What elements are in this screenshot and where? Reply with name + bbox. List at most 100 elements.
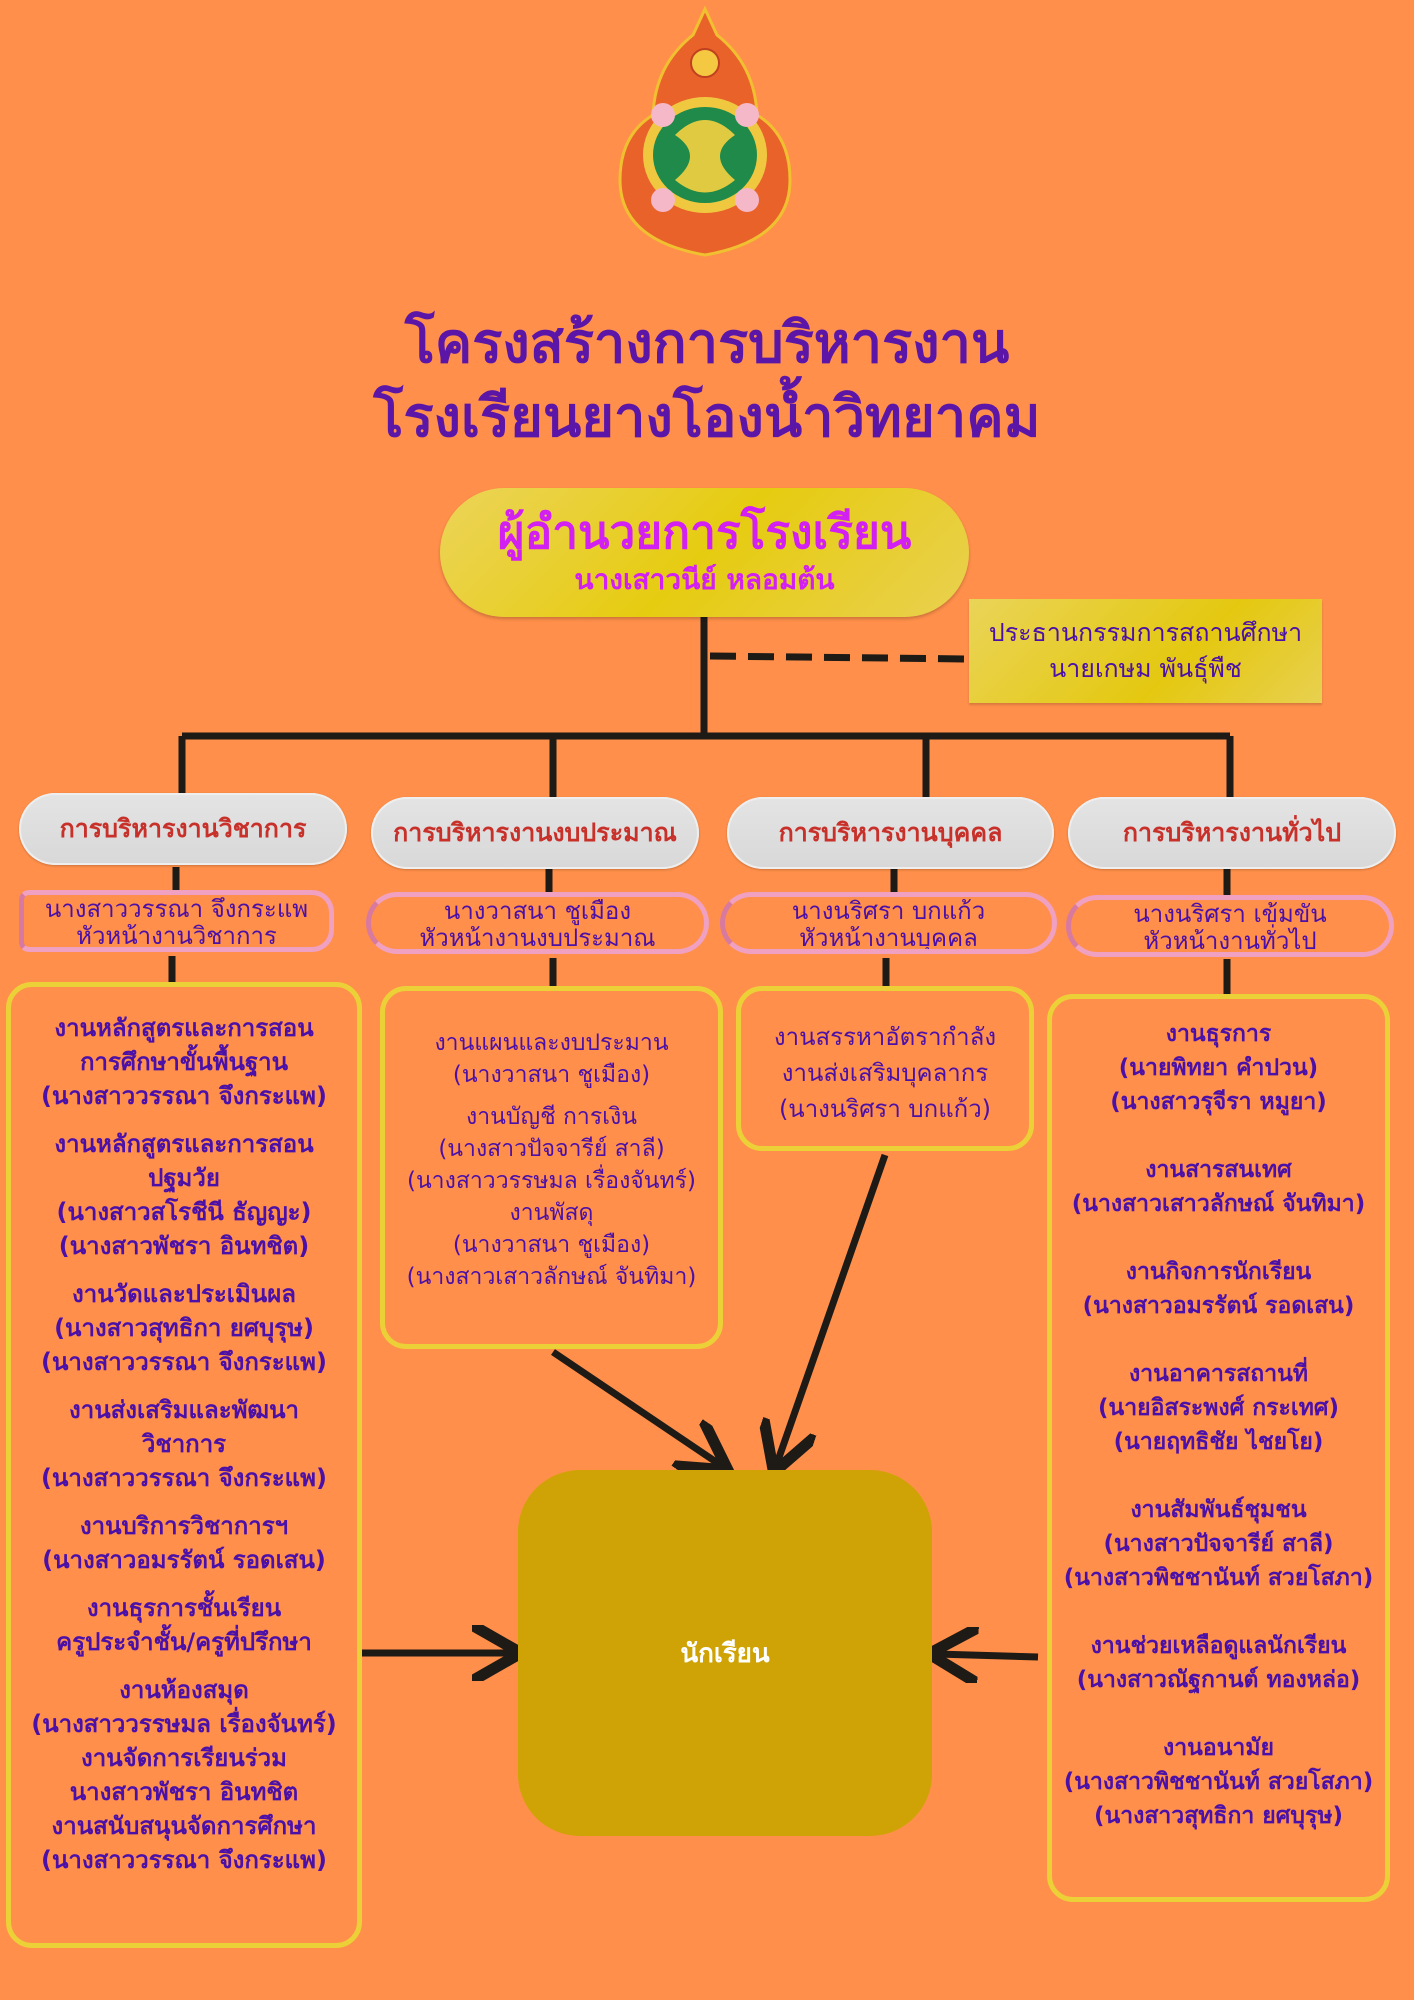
task-line: (นางสาววรรณา จึงกระแพ) xyxy=(41,1082,327,1110)
task-title: งานอาคารสถานที่ xyxy=(1128,1361,1308,1387)
task-line: นางสาวพัชรา อินทชิต xyxy=(69,1778,299,1806)
task-line: (นางสาววรรณา จึงกระแพ) xyxy=(41,1846,327,1874)
task-line: (นางสาวสุทธิกา ยศบุรุษ) xyxy=(1093,1803,1344,1829)
task-line: (นางสาวรุจีรา หมูยา) xyxy=(1110,1089,1327,1115)
task-title: งานหลักสูตรและการสอน xyxy=(54,1014,314,1042)
chairman-role: ประธานกรรมการสถานศึกษา xyxy=(988,618,1303,647)
task-line: ปฐมวัย xyxy=(148,1164,220,1192)
tasks-general: งานธุรการ (นายพิทยา คำปวน) (นางสาวรุจีรา ห… xyxy=(1047,994,1390,1902)
director-box: ผู้อำนวยการโรงเรียน นางเสาวนีย์ หลอมต้น xyxy=(440,488,969,617)
task-title: งานบริการวิชาการฯ xyxy=(79,1512,289,1540)
head-academic: นางสาววรรณา จึงกระแพ หัวหน้างานวิชาการ xyxy=(19,890,334,952)
task-line: การศึกษาขั้นพื้นฐาน xyxy=(79,1048,289,1076)
page-title-line2: โรงเรียนยางโองน้ำวิทยาคม xyxy=(373,385,1041,450)
task-line: (นางสาวปัจจารีย์ สาลี) xyxy=(1103,1531,1334,1557)
director-name: นางเสาวนีย์ หลอมต้น xyxy=(574,563,835,596)
task-line: (นายพิทยา คำปวน) xyxy=(1118,1055,1319,1081)
task-line: (นางวาสนา ชูเมือง) xyxy=(452,1062,651,1088)
arrow-general-to-students xyxy=(936,1654,1039,1657)
task-line: (นายฤทธิชัย ไชยโย) xyxy=(1113,1429,1324,1455)
task-title: งานสรรหาอัตรากำลัง xyxy=(773,1023,997,1051)
task-line: (นางสาวสโรชีนี ธัญญะ) xyxy=(56,1198,312,1226)
task-group: งานห้องสมุด (นางสาววรรษมล เรื่องจันทร์) งา… xyxy=(11,1673,357,1877)
task-title: งานธุรการชั้นเรียน xyxy=(86,1594,282,1622)
task-title: งานสัมพันธ์ชุมชน xyxy=(1130,1497,1307,1523)
task-title: งานกิจการนักเรียน xyxy=(1125,1259,1312,1285)
task-group: งานช่วยเหลือดูแลนักเรียน (นางสาวณัฐกานต์ … xyxy=(1052,1629,1385,1697)
task-line: (นางนริศรา บกแก้ว) xyxy=(778,1095,992,1123)
director-role: ผู้อำนวยการโรงเรียน xyxy=(497,505,912,559)
task-line: งานส่งเสริมบุคลากร xyxy=(781,1059,989,1087)
division-personnel: การบริหารงานบุคคล xyxy=(727,797,1054,869)
tasks-budget: งานแผนและงบประมาน (นางวาสนา ชูเมือง) งานบั… xyxy=(380,986,723,1349)
head-title: หัวหน้างานทั่วไป xyxy=(1143,927,1317,955)
arrow-personnel-to-students xyxy=(776,1153,889,1466)
head-general: นางนริศรา เข้มขัน หัวหน้างานทั่วไป xyxy=(1066,895,1394,957)
task-group: งานสารสนเทศ (นางสาวเสาวลักษณ์ จันทิมา) xyxy=(1052,1153,1385,1221)
chairman-box: ประธานกรรมการสถานศึกษา นายเกษม พันธุ์พืช xyxy=(969,599,1322,703)
task-line: (นางสาวพิชชานันท์ สวยโสภา) xyxy=(1063,1769,1374,1795)
students-label: นักเรียน xyxy=(680,1638,770,1669)
head-name: นางนริศรา บกแก้ว xyxy=(791,897,986,925)
task-line: (นางสาวปัจจารีย์ สาลี) xyxy=(438,1136,665,1162)
task-group: งานหลักสูตรและการสอนการศึกษาขั้นพื้นฐาน (… xyxy=(11,1011,357,1113)
task-group: งานอาคารสถานที่ (นายอิสระพงศ์ กระเทศ) (นาย… xyxy=(1052,1357,1385,1459)
head-name: นางสาววรรณา จึงกระแพ xyxy=(44,895,309,923)
head-personnel: นางนริศรา บกแก้ว หัวหน้างานบุคคล xyxy=(720,892,1057,954)
head-title: หัวหน้างานวิชาการ xyxy=(76,922,277,950)
task-title: งานส่งเสริมและพัฒนา xyxy=(69,1396,299,1424)
head-title: หัวหน้างานงบประมาณ xyxy=(419,924,656,952)
task-line: (นายอิสระพงศ์ กระเทศ) xyxy=(1098,1395,1339,1421)
task-group: งานสัมพันธ์ชุมชน (นางสาวปัจจารีย์ สาลี) (น… xyxy=(1052,1493,1385,1595)
task-line: (นางสาวณัฐกานต์ ทองหล่อ) xyxy=(1076,1667,1361,1693)
task-line: (นางสาวเสาวลักษณ์ จันทิมา) xyxy=(406,1264,697,1290)
task-group: งานบริการวิชาการฯ (นางสาวอมรรัตน์ รอดเสน) xyxy=(11,1509,357,1577)
division-academic: การบริหารงานวิชาการ xyxy=(19,793,347,865)
task-group: งานกิจการนักเรียน (นางสาวอมรรัตน์ รอดเสน) xyxy=(1052,1255,1385,1323)
task-group: งานส่งเสริมและพัฒนาวิชาการ (นางสาววรรณา จ… xyxy=(11,1393,357,1495)
task-line: (นางสาวอมรรัตน์ รอดเสน) xyxy=(42,1546,326,1574)
task-group: งานหลักสูตรและการสอนปฐมวัย (นางสาวสโรชีนี… xyxy=(11,1127,357,1263)
page-title-line1: โครงสร้างการบริหารงาน xyxy=(404,311,1010,376)
task-title: งานอนามัย xyxy=(1163,1735,1274,1761)
task-title: งานหลักสูตรและการสอน xyxy=(54,1130,314,1158)
task-title: งานธุรการ xyxy=(1165,1021,1272,1047)
task-line: (นางสาวอมรรัตน์ รอดเสน) xyxy=(1082,1293,1355,1319)
task-line: งานจัดการเรียนร่วม xyxy=(81,1744,287,1772)
arrow-budget-to-students xyxy=(551,1349,722,1466)
tasks-academic: งานหลักสูตรและการสอนการศึกษาขั้นพื้นฐาน(… xyxy=(6,982,362,1948)
task-line: (นางสาวเสาวลักษณ์ จันทิมา) xyxy=(1071,1191,1366,1217)
task-line: (นางสาววรรษมล เรื่องจันทร์) xyxy=(406,1168,696,1194)
task-line: (นางสาววรรณา จึงกระแพ) xyxy=(41,1464,327,1492)
task-line: (นางสาววรรณา จึงกระแพ) xyxy=(41,1348,327,1376)
task-line: ครูประจำชั้น/ครูที่ปรึกษา xyxy=(56,1628,312,1656)
head-budget: นางวาสนา ชูเมือง หัวหน้างานงบประมาณ xyxy=(366,892,709,954)
task-title: งานวัดและประเมินผล xyxy=(72,1280,296,1308)
students-box: นักเรียน xyxy=(518,1470,932,1836)
chairman-dashed-line xyxy=(709,652,970,663)
task-line: (นางสาววรรษมล เรื่องจันทร์) xyxy=(31,1710,337,1738)
emblem-icon xyxy=(618,5,792,257)
tasks-personnel: งานสรรหาอัตรากำลังงานส่งเสริมบุคลากร (นาง… xyxy=(736,986,1034,1151)
task-group: งานอนามัย (นางสาวพิชชานันท์ สวยโสภา) (นางส… xyxy=(1052,1731,1385,1833)
task-line: งานสนับสนุนจัดการศึกษา xyxy=(51,1812,317,1840)
task-group: งานธุรการชั้นเรียนครูประจำชั้น/ครูที่ปรึ… xyxy=(11,1591,357,1659)
task-line: วิชาการ xyxy=(141,1430,227,1458)
task-group: งานวัดและประเมินผล (นางสาวสุทธิกา ยศบุรุษ… xyxy=(11,1277,357,1379)
task-line: (นางวาสนา ชูเมือง) xyxy=(452,1232,651,1258)
task-title: งานแผนและงบประมาน xyxy=(434,1030,669,1056)
task-title: งานบัญชี การเงิน xyxy=(466,1104,637,1130)
task-group: งานแผนและงบประมาน (นางวาสนา ชูเมือง) xyxy=(385,1027,718,1091)
task-line: (นางสาวสุทธิกา ยศบุรุษ) xyxy=(54,1314,314,1342)
chairman-name: นายเกษม พันธุ์พืช xyxy=(1049,654,1242,683)
task-title: งานสารสนเทศ xyxy=(1145,1157,1292,1183)
task-title: งานช่วยเหลือดูแลนักเรียน xyxy=(1090,1633,1347,1659)
task-group: งานสรรหาอัตรากำลังงานส่งเสริมบุคลากร (นาง… xyxy=(741,1019,1029,1127)
task-title: งานห้องสมุด xyxy=(119,1676,249,1704)
school-logo xyxy=(585,5,825,290)
head-name: นางนริศรา เข้มขัน xyxy=(1133,900,1327,928)
task-line: (นางสาวพิชชานันท์ สวยโสภา) xyxy=(1063,1565,1374,1591)
task-group: งานธุรการ (นายพิทยา คำปวน) (นางสาวรุจีรา ห… xyxy=(1052,1017,1385,1119)
task-line: งานพัสดุ xyxy=(509,1200,594,1226)
head-name: นางวาสนา ชูเมือง xyxy=(443,897,632,925)
